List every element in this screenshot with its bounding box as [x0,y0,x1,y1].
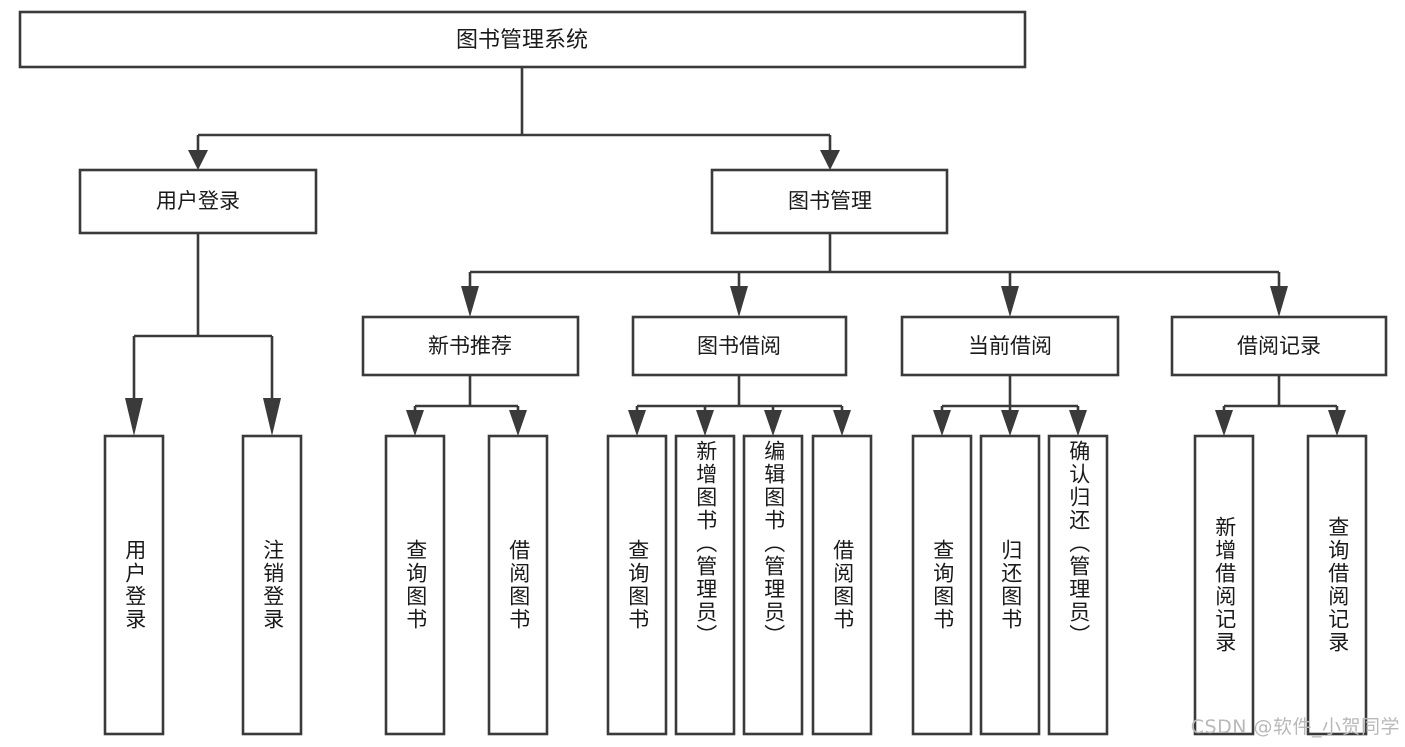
arrow-head-leaf-borrow-book-2 [833,410,851,436]
borrow-record-label: 借阅记录 [1237,334,1321,358]
leaf-query-book-1-box[interactable] [384,434,446,736]
leaf-user-logout-box[interactable] [241,434,303,736]
node-book-borrow[interactable]: 图书借阅 [631,315,848,377]
leaf-borrow-book-1-box[interactable] [487,434,549,736]
new-book-recommend-label: 新书推荐 [428,334,512,358]
watermark: CSDN @软件_小贺同学 [1190,716,1400,738]
arrow-head-leaf-add-book [696,410,714,436]
leaf-borrow-book-2-box[interactable] [811,434,873,736]
arrow-head-leaf-query-book-3 [933,410,951,436]
leaf-query-book-3-box[interactable] [911,434,973,736]
current-borrow-label: 当前借阅 [968,334,1052,358]
book-borrow-box[interactable] [631,315,848,377]
arrow-head-book-management [820,150,840,170]
book-management-label: 图书管理 [788,189,872,213]
new-book-recommend-box[interactable] [361,315,580,377]
arrow-head-leaf-borrow-book-1 [509,410,527,436]
root-label: 图书管理系统 [456,28,588,53]
leaf-user-login-box[interactable] [103,434,165,736]
user-login-label: 用户登录 [156,189,240,213]
node-current-borrow[interactable]: 当前借阅 [900,315,1120,377]
node-root[interactable]: 图书管理系统 [18,10,1027,69]
node-new-book-recommend[interactable]: 新书推荐 [361,315,580,377]
leaf-add-record-box[interactable] [1193,434,1255,736]
leaf-confirm-return-box[interactable] [1047,434,1109,736]
leaf-boxes [103,434,1368,736]
node-borrow-record[interactable]: 借阅记录 [1170,315,1388,377]
book-borrow-label: 图书借阅 [697,334,781,358]
arrow-head-book-borrow [730,286,748,317]
root-box[interactable] [18,10,1027,69]
arrow-head-leaf-query-record [1328,410,1346,436]
leaf-add-book-box[interactable] [674,434,736,736]
leaf-edit-book-box[interactable] [742,434,804,736]
node-book-management[interactable]: 图书管理 [710,168,949,235]
arrow-head-user-login [188,150,208,170]
arrow-head-leaf-confirm-return [1069,410,1087,436]
arrow-head-leaf-return-book [1001,410,1019,436]
arrow-head-leaf-add-record [1215,410,1233,436]
borrow-record-box[interactable] [1170,315,1388,377]
user-login-box[interactable] [78,168,318,235]
leaf-query-record-box[interactable] [1306,434,1368,736]
connectors [125,67,1346,436]
current-borrow-box[interactable] [900,315,1120,377]
node-user-login[interactable]: 用户登录 [78,168,318,235]
arrow-head-current-borrow [1001,286,1019,317]
arrow-head-leaf-edit-book [764,410,782,436]
arrow-head-leaf-user-logout [263,398,281,436]
arrow-head-leaf-query-book-1 [406,410,424,436]
leaf-query-book-2-box[interactable] [606,434,668,736]
book-management-box[interactable] [710,168,949,235]
arrow-head-leaf-user-login [125,398,143,436]
arrow-head-new-book-recommend [461,286,479,317]
arrow-head-leaf-query-book-2 [628,410,646,436]
leaf-return-book-box[interactable] [979,434,1041,736]
arrow-head-borrow-record [1270,286,1288,317]
